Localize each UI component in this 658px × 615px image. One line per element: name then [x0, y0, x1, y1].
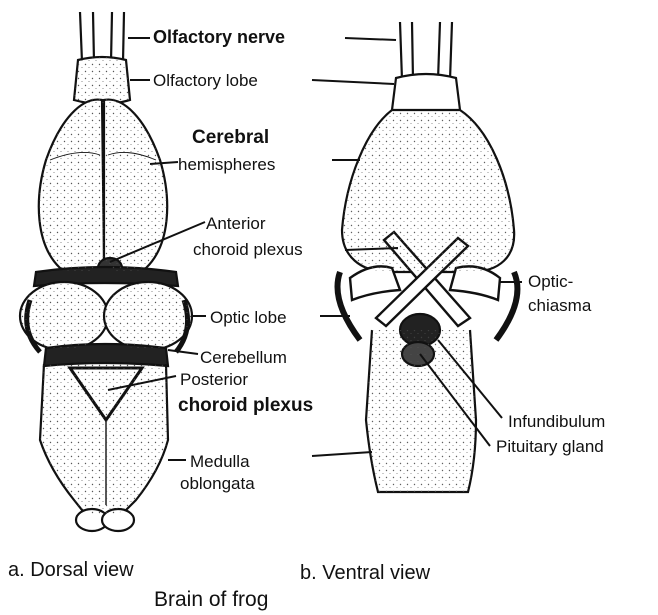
label-olfactory-lobe: Olfactory lobe	[153, 71, 258, 90]
label-choroid-plexus-posterior: choroid plexus	[178, 396, 313, 415]
caption-dorsal-view: a. Dorsal view	[8, 561, 134, 580]
dorsal-olfactory-nerves	[80, 12, 124, 62]
label-infundibulum: Infundibulum	[508, 412, 605, 431]
label-hemispheres: hemispheres	[178, 155, 275, 174]
label-oblongata: oblongata	[180, 474, 255, 493]
label-optic-lobe: Optic lobe	[210, 308, 287, 327]
caption-title: Brain of frog	[154, 590, 268, 609]
label-choroid-plexus-anterior: choroid plexus	[193, 240, 303, 259]
ventral-olfactory-lobes	[392, 74, 460, 113]
label-cerebellum: Cerebellum	[200, 348, 287, 367]
label-optic-chiasma-line2: chiasma	[528, 296, 591, 315]
label-cerebral: Cerebral	[192, 128, 269, 147]
label-optic-chiasma-line1: Optic-	[528, 272, 573, 291]
label-posterior: Posterior	[180, 370, 248, 389]
label-anterior: Anterior	[206, 214, 266, 233]
caption-ventral-view: b. Ventral view	[300, 564, 430, 583]
label-pituitary-gland: Pituitary gland	[496, 437, 604, 456]
ventral-olfactory-nerves	[400, 22, 452, 80]
label-medulla: Medulla	[190, 452, 250, 471]
label-olfactory-nerve: Olfactory nerve	[153, 28, 285, 47]
